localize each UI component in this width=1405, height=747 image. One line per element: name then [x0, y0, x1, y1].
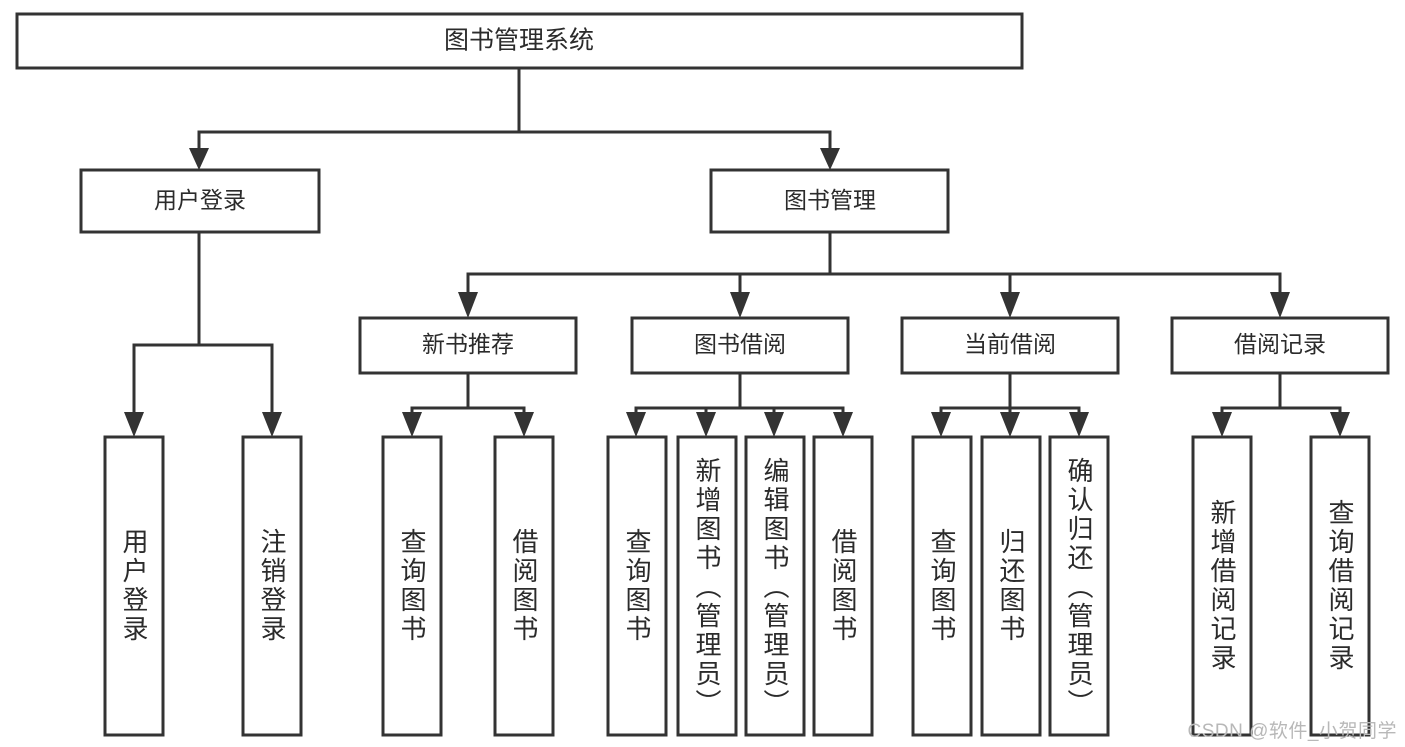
- arrow-head-leaf-bb-2: [696, 412, 716, 437]
- leaf-bb-add-box[interactable]: [676, 435, 738, 737]
- leaf-bb-borrow-box[interactable]: [812, 435, 874, 737]
- leaf-cb-return-label: 归还图书: [996, 528, 1026, 644]
- leaf-node[interactable]: 用户登录: [103, 435, 165, 737]
- node-borrow-record-label: 借阅记录: [1234, 331, 1326, 357]
- leaf-nbr-query-box[interactable]: [381, 435, 443, 737]
- leaf-user-login-label: 用户登录: [119, 528, 149, 644]
- arrow-head-leaf-cb-2: [1000, 412, 1020, 437]
- node-root-label: 图书管理系统: [444, 27, 594, 55]
- arrow-head-leaf-nbr-1: [402, 412, 422, 437]
- leaf-br-query-label: 查询借阅记录: [1325, 499, 1355, 673]
- leaf-node[interactable]: 新增图书（管理员）: [676, 435, 738, 737]
- arrow-head-leaf-br-2: [1330, 412, 1350, 437]
- node-borrow-record-box[interactable]: [1170, 316, 1390, 375]
- leaf-bb-add-label: 新增图书（管理员）: [692, 456, 722, 718]
- node-new-book-recommend[interactable]: 新书推荐: [358, 316, 578, 375]
- leaf-node[interactable]: 借阅图书: [812, 435, 874, 737]
- arrow-head-leaf-user-login-2: [262, 412, 282, 437]
- leaf-node[interactable]: 归还图书: [980, 435, 1042, 737]
- leaf-logout-label: 注销登录: [257, 528, 287, 644]
- node-root[interactable]: 图书管理系统: [15, 12, 1024, 70]
- arrow-head-current-borrow: [1000, 292, 1020, 318]
- leaf-bb-borrow-label: 借阅图书: [828, 528, 858, 644]
- leaf-br-add-box[interactable]: [1191, 435, 1253, 737]
- node-book-manage-box[interactable]: [709, 168, 950, 234]
- leaf-nbr-borrow-label: 借阅图书: [509, 528, 539, 644]
- node-user-login[interactable]: 用户登录: [79, 168, 321, 234]
- leaf-bb-edit-label: 编辑图书（管理员）: [760, 456, 790, 718]
- leaf-bb-query-label: 查询图书: [622, 528, 652, 644]
- leaf-br-add-label: 新增借阅记录: [1207, 499, 1237, 673]
- node-user-login-label: 用户登录: [154, 187, 246, 213]
- node-new-book-recommend-box[interactable]: [358, 316, 578, 375]
- leaf-bb-edit-box[interactable]: [744, 435, 806, 737]
- leaf-node[interactable]: 查询图书: [911, 435, 973, 737]
- leaf-logout-box[interactable]: [241, 435, 303, 737]
- leaf-node[interactable]: 新增借阅记录: [1191, 435, 1253, 737]
- leaf-cb-return-box[interactable]: [980, 435, 1042, 737]
- node-new-book-recommend-label: 新书推荐: [422, 331, 514, 357]
- arrow-head-leaf-br-1: [1212, 412, 1232, 437]
- arrow-head-new-book: [458, 292, 478, 318]
- arrow-head-leaf-cb-1: [931, 412, 951, 437]
- arrow-head-book-borrow: [730, 292, 750, 318]
- leaf-node[interactable]: 编辑图书（管理员）: [744, 435, 806, 737]
- leaf-cb-confirm-label: 确认归还（管理员）: [1064, 456, 1094, 718]
- node-borrow-record[interactable]: 借阅记录: [1170, 316, 1390, 375]
- node-book-manage-label: 图书管理: [784, 187, 876, 213]
- leaf-node[interactable]: 注销登录: [241, 435, 303, 737]
- leaf-node[interactable]: 查询借阅记录: [1309, 435, 1371, 737]
- leaf-node[interactable]: 查询图书: [606, 435, 668, 737]
- arrow-head-leaf-bb-4: [833, 412, 853, 437]
- leaf-nbr-query-label: 查询图书: [397, 528, 427, 644]
- arrow-head-leaf-bb-1: [626, 412, 646, 437]
- leaf-cb-query-label: 查询图书: [927, 528, 957, 644]
- arrow-head-user-login: [189, 148, 209, 170]
- node-book-borrow-label: 图书借阅: [694, 331, 786, 357]
- arrow-head-book-manage: [820, 148, 840, 170]
- arrow-head-leaf-bb-3: [764, 412, 784, 437]
- node-current-borrow[interactable]: 当前借阅: [900, 316, 1120, 375]
- arrow-head-leaf-nbr-2: [514, 412, 534, 437]
- node-user-login-box[interactable]: [79, 168, 321, 234]
- leaf-nbr-borrow-box[interactable]: [493, 435, 555, 737]
- watermark-text: CSDN @软件_小贺同学: [1187, 721, 1397, 742]
- arrow-head-leaf-user-login-1: [124, 412, 144, 437]
- leaf-node[interactable]: 借阅图书: [493, 435, 555, 737]
- node-book-borrow-box[interactable]: [630, 316, 850, 375]
- node-current-borrow-label: 当前借阅: [964, 331, 1056, 357]
- node-current-borrow-box[interactable]: [900, 316, 1120, 375]
- node-book-borrow[interactable]: 图书借阅: [630, 316, 850, 375]
- node-root-box[interactable]: [15, 12, 1024, 70]
- leaf-bb-query-box[interactable]: [606, 435, 668, 737]
- leaf-node[interactable]: 确认归还（管理员）: [1048, 435, 1110, 737]
- leaf-cb-query-box[interactable]: [911, 435, 973, 737]
- arrow-head-leaf-cb-3: [1069, 412, 1089, 437]
- leaf-node[interactable]: 查询图书: [381, 435, 443, 737]
- leaf-cb-confirm-box[interactable]: [1048, 435, 1110, 737]
- arrow-head-borrow-record: [1270, 292, 1290, 318]
- leaf-br-query-box[interactable]: [1309, 435, 1371, 737]
- node-book-manage[interactable]: 图书管理: [709, 168, 950, 234]
- leaf-user-login-box[interactable]: [103, 435, 165, 737]
- connector-group: [124, 66, 1350, 437]
